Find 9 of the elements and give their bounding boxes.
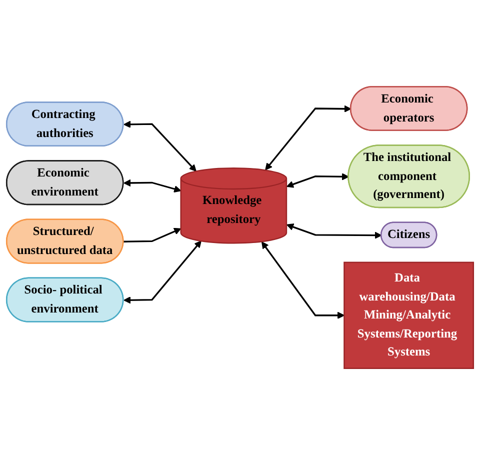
arrow [124, 228, 182, 242]
arrow [124, 120, 196, 172]
arrow [124, 179, 182, 192]
arrow [265, 105, 352, 170]
arrow [286, 223, 382, 239]
arrow [261, 242, 345, 319]
arrow [124, 240, 202, 304]
arrow [286, 173, 349, 188]
node-box: Data warehousing/Data Mining/Analytic Systems/Reporting Systems [344, 262, 474, 369]
